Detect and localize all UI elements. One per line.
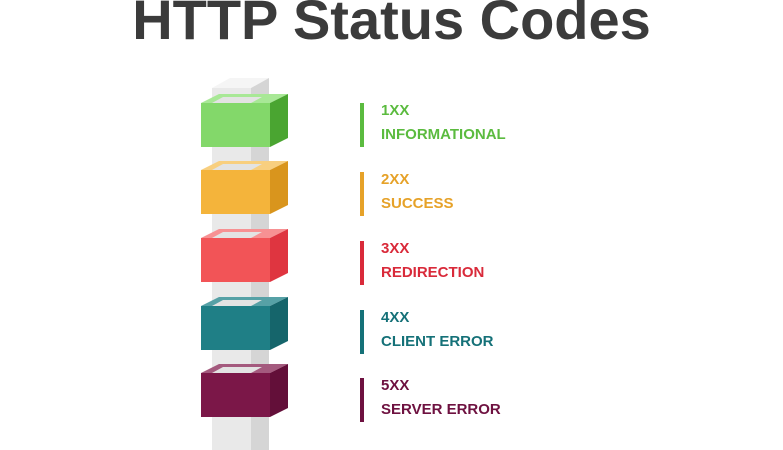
legend-item-5xx: 5XX SERVER ERROR [360, 376, 620, 424]
page-title: HTTP Status Codes [132, 0, 651, 51]
tower-cubes [201, 94, 288, 417]
legend-code: 3XX [381, 240, 410, 257]
status-block-5xx [201, 364, 288, 417]
legend-color-bar [360, 241, 364, 285]
block-side-face [270, 297, 288, 350]
block-side-face [270, 364, 288, 417]
block-front-face [201, 238, 270, 282]
block-front-face [201, 170, 270, 214]
pole-opening [212, 367, 262, 373]
pole-top-face [212, 78, 269, 88]
block-side-face [270, 161, 288, 214]
legend-item-3xx: 3XX REDIRECTION [360, 239, 620, 287]
pole-opening [212, 232, 262, 238]
legend-label: SUCCESS [381, 195, 454, 212]
status-block-3xx [201, 229, 288, 282]
legend-color-bar [360, 172, 364, 216]
block-side-face [270, 229, 288, 282]
legend-label: CLIENT ERROR [381, 333, 494, 350]
legend-item-1xx: 1XX INFORMATIONAL [360, 101, 620, 149]
status-block-4xx [201, 297, 288, 350]
legend-label: REDIRECTION [381, 264, 485, 281]
legend-code: 5XX [381, 377, 410, 394]
legend-item-2xx: 2XX SUCCESS [360, 170, 620, 218]
legend-color-bar [360, 378, 364, 422]
pole-opening [212, 97, 262, 103]
legend-label: INFORMATIONAL [381, 126, 506, 143]
block-side-face [270, 94, 288, 147]
status-block-1xx [201, 94, 288, 147]
legend-color-bar [360, 310, 364, 354]
legend-label: SERVER ERROR [381, 401, 501, 418]
block-front-face [201, 103, 270, 147]
status-block-2xx [201, 161, 288, 214]
legend-code: 4XX [381, 309, 410, 326]
pole-opening [212, 164, 262, 170]
legend-code: 1XX [381, 102, 410, 119]
legend-item-4xx: 4XX CLIENT ERROR [360, 308, 620, 356]
legend-code: 2XX [381, 171, 410, 188]
block-front-face [201, 373, 270, 417]
legend-color-bar [360, 103, 364, 147]
pole-opening [212, 300, 262, 306]
block-front-face [201, 306, 270, 350]
